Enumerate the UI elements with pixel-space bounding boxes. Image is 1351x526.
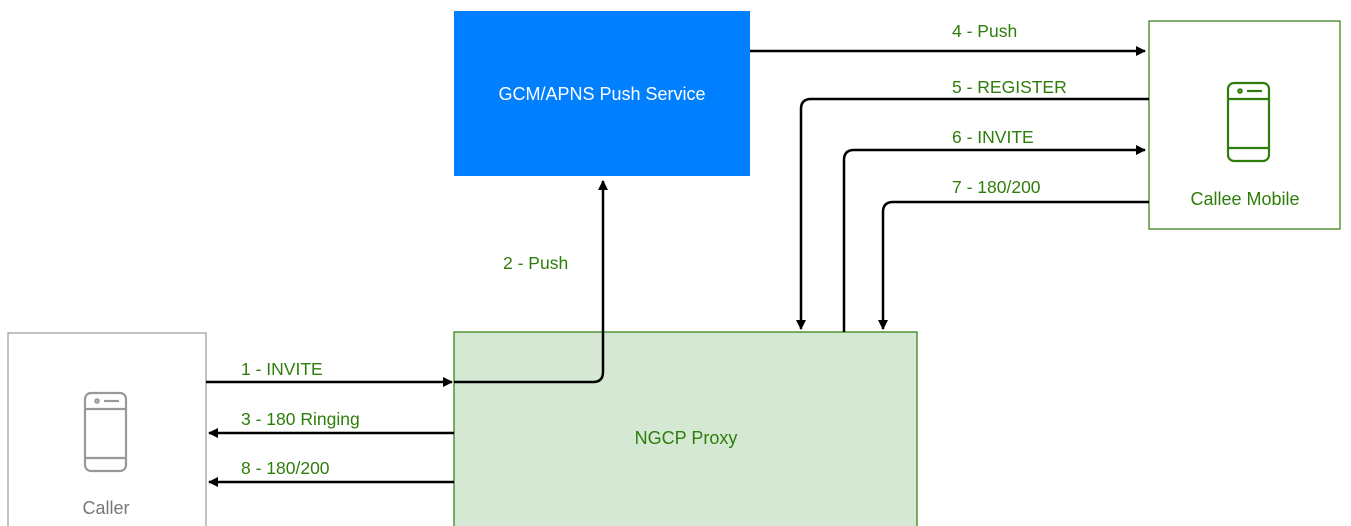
push-service-node[interactable]: GCM/APNS Push Service bbox=[454, 11, 750, 176]
push-service-label: GCM/APNS Push Service bbox=[498, 84, 705, 104]
callee-mobile-box bbox=[1148, 20, 1341, 230]
edge-push-to-callee-label: 4 - Push bbox=[952, 21, 1017, 41]
caller-box bbox=[7, 332, 207, 526]
edge-invite-callee-arrow bbox=[842, 145, 1146, 332]
push-service-box bbox=[454, 11, 750, 176]
edge-callee-reply-arrow bbox=[878, 200, 1149, 330]
edge-callee-reply-label: 7 - 180/200 bbox=[952, 177, 1041, 197]
ngcp-proxy-node[interactable]: NGCP Proxy bbox=[453, 331, 918, 526]
edge-invite-callee-label: 6 - INVITE bbox=[952, 127, 1034, 147]
callee-mobile-node[interactable]: Callee Mobile bbox=[1148, 20, 1341, 230]
edge-register-label: 5 - REGISTER bbox=[952, 77, 1067, 97]
caller-node[interactable]: Caller bbox=[7, 332, 207, 526]
ngcp-proxy-box bbox=[453, 331, 918, 526]
edge-invite-label: 1 - INVITE bbox=[241, 359, 323, 379]
edge-ringing-label: 3 - 180 Ringing bbox=[241, 409, 360, 429]
edge-register-arrow bbox=[796, 97, 1149, 330]
caller-label: Caller bbox=[82, 498, 129, 518]
edge-push-to-service-arrow bbox=[454, 180, 608, 384]
callee-mobile-label: Callee Mobile bbox=[1190, 189, 1299, 209]
mobile-phone-icon bbox=[1226, 81, 1271, 163]
mobile-phone-icon bbox=[83, 391, 128, 473]
ngcp-proxy-label: NGCP Proxy bbox=[635, 428, 738, 448]
edge-push-to-service-label: 2 - Push bbox=[503, 253, 568, 273]
edge-caller-reply-label: 8 - 180/200 bbox=[241, 458, 330, 478]
